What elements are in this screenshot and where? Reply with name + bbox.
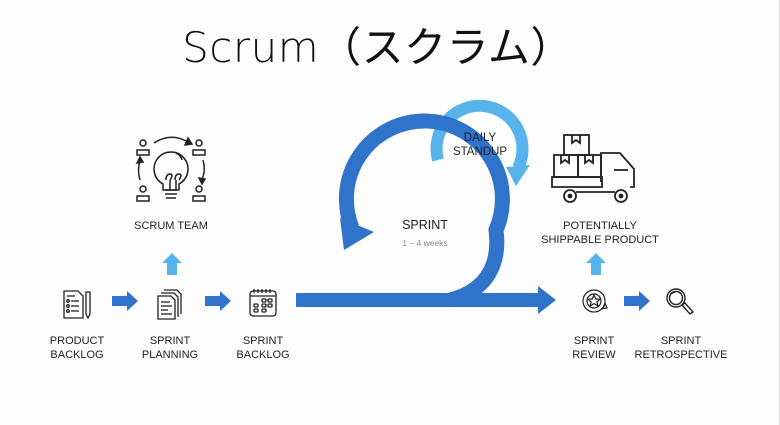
- step-label-line: SPRINT: [660, 335, 702, 347]
- product-label-line-2: SHIPPABLE PRODUCT: [541, 234, 659, 246]
- stacked-documents-icon: [157, 289, 182, 320]
- star-badge-icon: [582, 289, 608, 313]
- daily-standup-label: DAILY STANDUP: [440, 131, 520, 159]
- step-label-sprint-planning: SPRINT PLANNING: [130, 334, 210, 362]
- daily-standup-line-1: DAILY: [463, 132, 497, 144]
- scrum-team-label: SCRUM TEAM: [121, 219, 221, 233]
- step-label-line: REVIEW: [572, 349, 616, 361]
- sprint-loop-label: SPRINT: [390, 218, 460, 232]
- step-label-product-backlog: PRODUCT BACKLOG: [37, 334, 117, 362]
- scrum-team-label-text: SCRUM TEAM: [134, 220, 208, 232]
- daily-standup-loop-arrow: [430, 99, 530, 186]
- delivery-truck-icon: [551, 134, 635, 203]
- magnifier-icon: [666, 288, 695, 315]
- product-label: POTENTIALLY SHIPPABLE PRODUCT: [540, 219, 660, 247]
- daily-standup-line-2: STANDUP: [452, 146, 508, 158]
- step-label-line: PLANNING: [141, 349, 199, 361]
- document-list-pencil-icon: [63, 290, 91, 320]
- step-label-line: SPRINT: [242, 335, 284, 347]
- step-label-line: PRODUCT: [49, 335, 105, 347]
- arrow-backlog-to-planning: [112, 291, 138, 311]
- calendar-icon: [249, 289, 277, 317]
- step-label-line: BACKLOG: [50, 349, 104, 361]
- sprint-loop-title: SPRINT: [402, 218, 448, 232]
- step-label-sprint-backlog: SPRINT BACKLOG: [223, 334, 303, 362]
- arrow-review-to-product: [586, 253, 606, 275]
- page-title: Scrum（スクラム）: [182, 23, 573, 72]
- step-label-line: BACKLOG: [236, 349, 290, 361]
- step-label-line: SPRINT: [573, 335, 615, 347]
- product-label-line-1: POTENTIALLY: [563, 220, 637, 232]
- step-label-sprint-retrospective: SPRINT RETROSPECTIVE: [626, 334, 736, 362]
- step-label-line: SPRINT: [149, 335, 191, 347]
- sprint-loop-arrow: [338, 113, 510, 308]
- step-label-sprint-review: SPRINT REVIEW: [554, 334, 634, 362]
- step-label-line: RETROSPECTIVE: [634, 349, 728, 361]
- arrow-planning-to-sprint-backlog: [205, 291, 231, 311]
- arrow-review-to-retrospective: [624, 291, 650, 311]
- sprint-duration: 1 – 4 weeks: [402, 238, 448, 248]
- team-lightbulb-icon: [135, 136, 207, 202]
- main-flow-arrow: [296, 286, 556, 314]
- arrow-planning-to-team: [162, 253, 182, 275]
